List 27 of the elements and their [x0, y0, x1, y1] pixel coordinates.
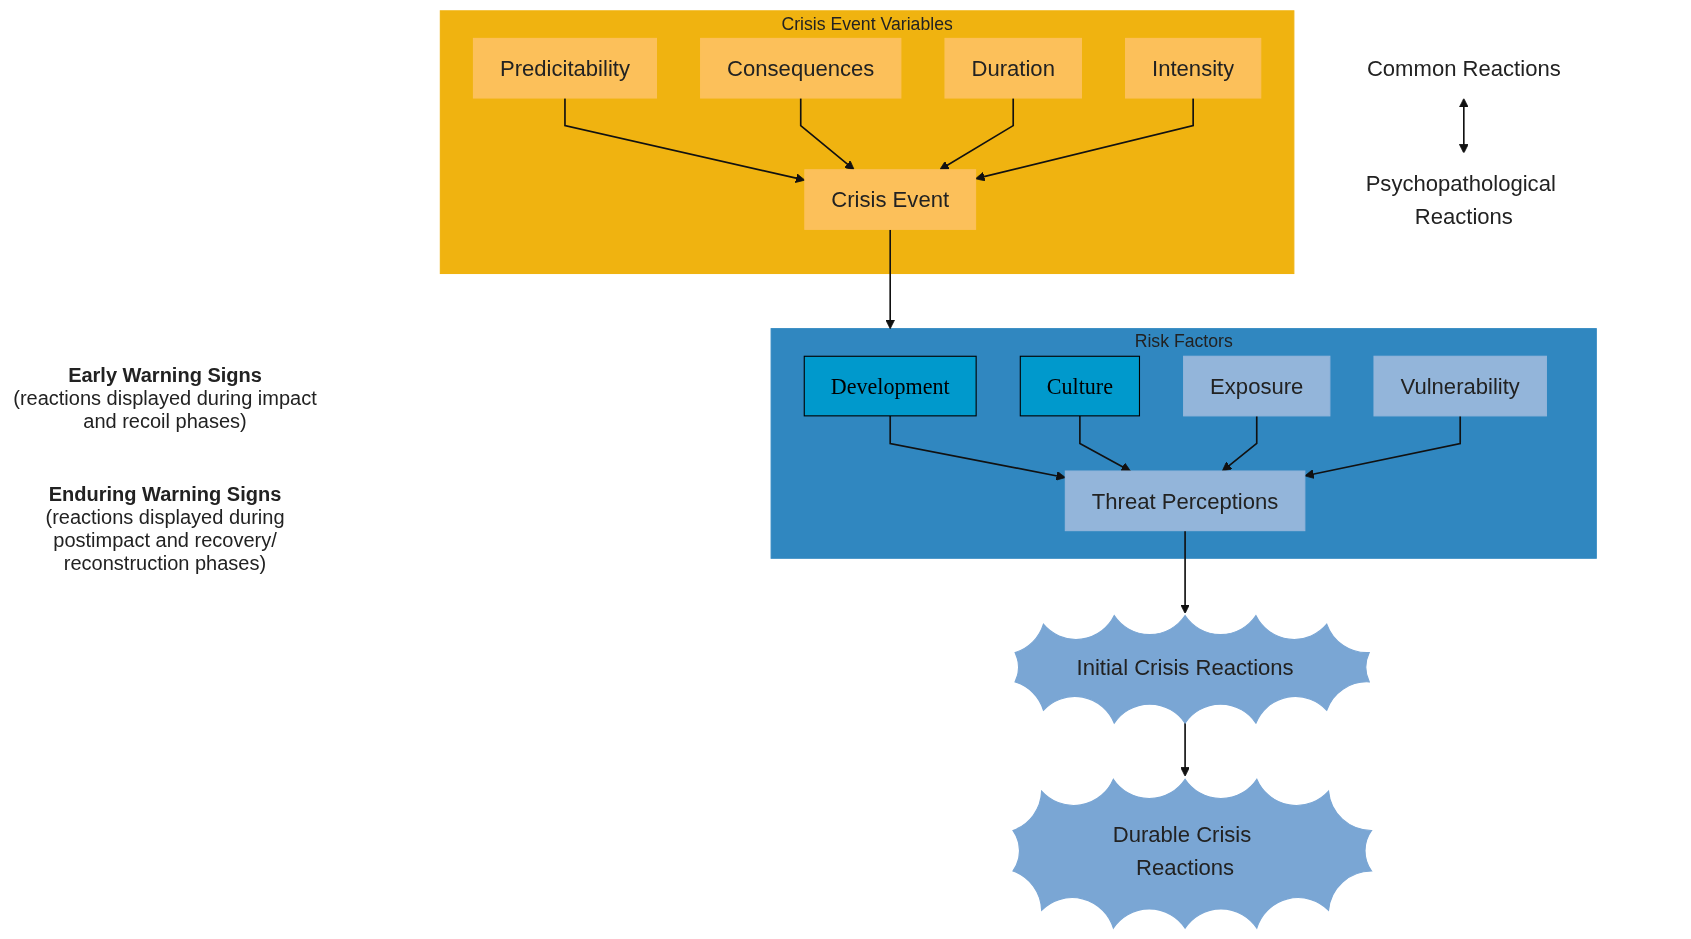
note-heading: Enduring Warning Signs [47, 483, 283, 506]
arrow [1079, 415, 1131, 472]
node-box: Vulnerability [1373, 355, 1547, 417]
node-text: Common Reactions [1366, 56, 1561, 81]
arrow [1180, 720, 1190, 777]
arrow [885, 228, 896, 330]
node-box: Exposure [1183, 355, 1331, 417]
arrow [975, 97, 1194, 182]
note-text: (reactions displayed during impact and recoil phases) [12, 387, 318, 433]
node-box: Crisis Event [804, 169, 977, 230]
node-box: Threat Perceptions [1064, 470, 1306, 532]
node-box: Culture [1019, 355, 1141, 417]
node-box: Intensity [1125, 37, 1262, 99]
note-heading: Early Warning Signs [67, 364, 263, 387]
note-text: (reactions displayed during postimpact and recovery/ reconstruction phases) [44, 506, 286, 575]
node-box: Predicitability [472, 37, 657, 99]
arrow [889, 415, 1066, 481]
node-box: Consequences [700, 37, 902, 99]
arrow [1221, 415, 1258, 472]
arrow [939, 97, 1015, 171]
node-box: Development [803, 355, 977, 417]
node-box: Duration [944, 37, 1082, 99]
arrow [1458, 98, 1469, 154]
arrow [1304, 415, 1462, 479]
node-text: Psychopathological Reactions [1365, 170, 1556, 229]
arrow [799, 97, 855, 171]
arrow [1180, 529, 1190, 614]
